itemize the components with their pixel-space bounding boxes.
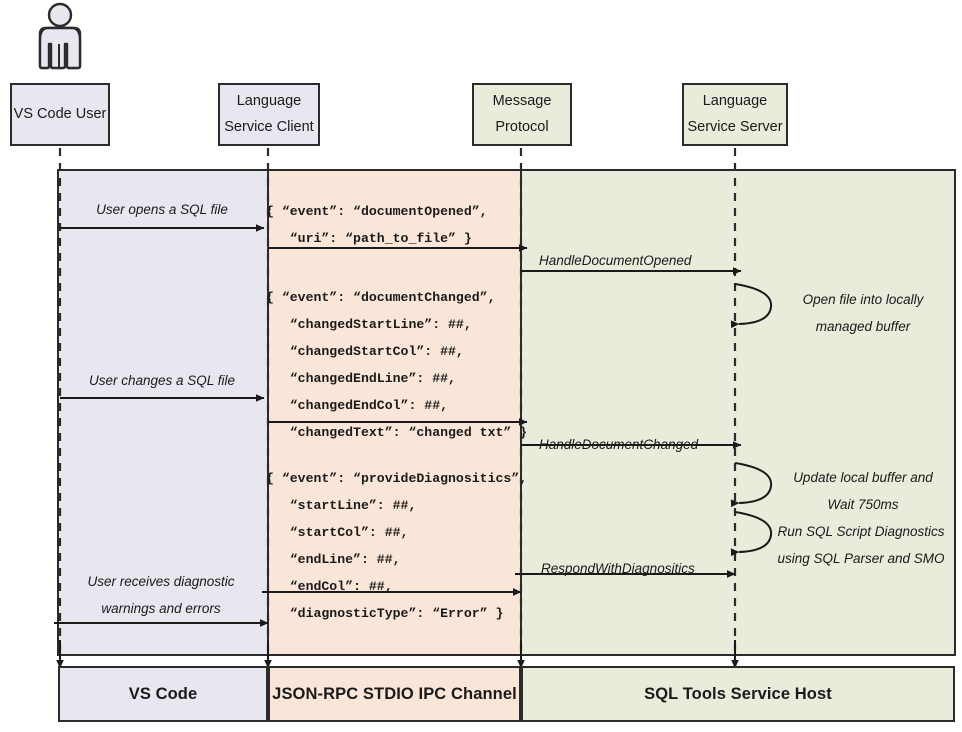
payload-line: “changedEndCol”: ##, — [266, 398, 449, 413]
lifeline-label-line1: Language — [702, 93, 768, 110]
message-label-respond-with-diagnostics: RespondWithDiagnositics — [541, 561, 695, 576]
footer-sql-tools-service-host[interactable]: SQL Tools Service Host — [521, 666, 955, 722]
payload-line: “endCol”: ##, — [266, 579, 393, 594]
self-call-label-update-buffer-line1: Update local buffer and — [793, 470, 933, 485]
lifeline-label-line2: Protocol — [495, 118, 549, 135]
self-call-label-open-file: Open file into locally managed buffer — [770, 286, 956, 340]
lifeline-label-line1: Message — [492, 93, 552, 110]
self-call-label-update-buffer: Update local buffer and Wait 750ms — [770, 464, 956, 518]
self-call-label-run-diagnostics-line2: using SQL Parser and SMO — [777, 551, 945, 566]
message-label-handle-document-changed: HandleDocumentChanged — [539, 437, 699, 452]
payload-line: “changedText”: “changed txt” } — [266, 425, 528, 440]
payload-line: “startCol”: ##, — [266, 525, 409, 540]
payload-line: “changedEndLine”: ##, — [266, 371, 456, 386]
actor-figure — [38, 2, 82, 70]
payload-line: “diagnosticType”: “Error” } — [266, 606, 504, 621]
payload-provide-diagnostics: { “event”: “provideDiagnositics”, “start… — [266, 465, 527, 627]
lifeline-header-language-service-client[interactable]: Language Service Client — [218, 83, 320, 146]
lifeline-header-language-service-server[interactable]: Language Service Server — [682, 83, 788, 146]
self-call-run-diagnostics — [730, 511, 773, 557]
payload-document-changed: { “event”: “documentChanged”, “changedSt… — [266, 284, 527, 446]
self-call-label-open-file-line1: Open file into locally — [802, 292, 924, 307]
self-call-open-file — [730, 283, 773, 329]
self-call-label-update-buffer-line2: Wait 750ms — [827, 497, 899, 512]
self-call-label-run-diagnostics-line1: Run SQL Script Diagnostics — [777, 524, 945, 539]
band-vs-code — [57, 169, 269, 656]
payload-line: “changedStartCol”: ##, — [266, 344, 464, 359]
lifeline-label-line2: Service Client — [224, 118, 314, 135]
message-label-handle-document-opened: HandleDocumentOpened — [539, 253, 692, 268]
message-label-user-receives-line2: warnings and errors — [101, 601, 221, 616]
band-ipc — [267, 169, 522, 656]
payload-line: “uri”: “path_to_file” } — [266, 231, 472, 246]
footer-label: VS Code — [128, 684, 198, 703]
band-server — [520, 169, 956, 656]
footer-label: JSON-RPC STDIO IPC Channel — [272, 684, 517, 703]
message-label-user-opens: User opens a SQL file — [96, 202, 228, 217]
lifeline-header-message-protocol[interactable]: Message Protocol — [472, 83, 572, 146]
message-label-user-receives: User receives diagnostic warnings and er… — [56, 568, 266, 622]
lifeline-header-vs-code-user[interactable]: VS Code User — [10, 83, 110, 146]
payload-line: { “event”: “documentOpened”, — [266, 204, 488, 219]
lifeline-label-line2: Service Server — [687, 118, 783, 135]
payload-document-opened: { “event”: “documentOpened”, “uri”: “pat… — [266, 198, 488, 252]
message-label-user-receives-line1: User receives diagnostic — [87, 574, 235, 589]
payload-line: “startLine”: ##, — [266, 498, 417, 513]
payload-line: { “event”: “provideDiagnositics”, — [266, 471, 528, 486]
message-label-user-changes: User changes a SQL file — [88, 373, 236, 388]
payload-line: { “event”: “documentChanged”, — [266, 290, 496, 305]
self-call-label-open-file-line2: managed buffer — [815, 319, 911, 334]
self-call-update-buffer — [730, 462, 773, 508]
self-call-label-run-diagnostics: Run SQL Script Diagnostics using SQL Par… — [762, 518, 960, 572]
footer-vs-code[interactable]: VS Code — [58, 666, 268, 722]
footer-ipc-channel[interactable]: JSON-RPC STDIO IPC Channel — [268, 666, 521, 722]
footer-label: SQL Tools Service Host — [644, 684, 832, 703]
payload-line: “endLine”: ##, — [266, 552, 401, 567]
lifeline-label-line1: VS Code User — [13, 105, 107, 122]
payload-line: “changedStartLine”: ##, — [266, 317, 472, 332]
lifeline-label-line1: Language — [236, 93, 302, 110]
